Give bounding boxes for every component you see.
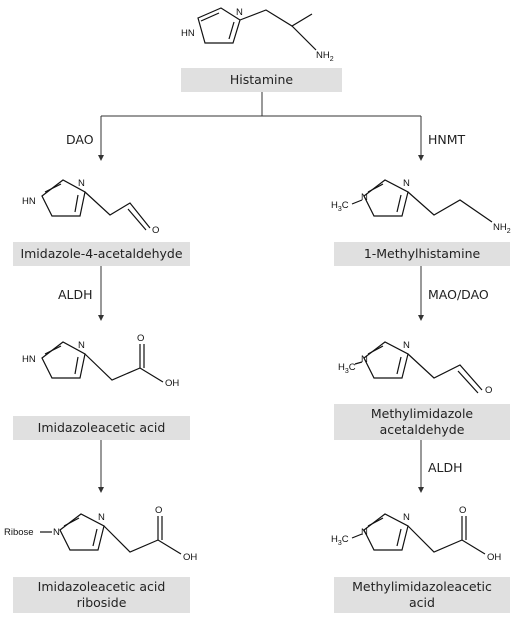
compound-imidazole-acetaldehyde: Imidazole-4-acetaldehyde: [13, 242, 190, 266]
imidazoleacetic-riboside-structure: Ribose N N O OH: [4, 505, 197, 563]
atom-label: O: [459, 505, 466, 516]
histamine-structure: HN N NH2: [181, 7, 334, 63]
atom-n: N: [236, 7, 243, 18]
compound-methylimidazoleacetic-acid: Methylimidazoleacetic acid: [334, 577, 510, 613]
enzyme-aldh-right: ALDH: [428, 460, 463, 475]
atom-label: N: [361, 354, 368, 365]
svg-text:H3C: H3C: [331, 534, 349, 547]
imidazoleacetic-acid-structure: HN N O OH: [22, 333, 179, 389]
methylhistamine-structure: H3C N N NH2: [331, 178, 511, 235]
atom-label: N: [361, 192, 368, 203]
atom-label: N: [403, 178, 410, 189]
atom-label: N: [361, 527, 368, 538]
atom-label: N: [53, 527, 60, 538]
imidazole-acetaldehyde-structure: HN N O: [22, 178, 159, 236]
enzyme-mao-dao: MAO/DAO: [428, 287, 489, 302]
enzyme-dao: DAO: [66, 132, 94, 147]
atom-label: OH: [487, 552, 501, 563]
atom-label: O: [485, 385, 492, 396]
atom-label: O: [137, 333, 144, 344]
compound-imidazoleacetic-riboside: Imidazoleacetic acid riboside: [13, 577, 190, 613]
atom-label: N: [78, 178, 85, 189]
atom-hn: HN: [181, 28, 195, 39]
methylimidazoleacetic-acid-structure: H3C N N O OH: [331, 505, 501, 563]
atom-label: O: [155, 505, 162, 516]
svg-text:H3C: H3C: [331, 200, 349, 213]
atom-label: N: [403, 340, 410, 351]
atom-label: OH: [165, 378, 179, 389]
compound-methylimidazole-acetaldehyde: Methylimidazole acetaldehyde: [334, 404, 510, 440]
atom-label: N: [78, 340, 85, 351]
methylimidazole-acetaldehyde-structure: H3C N N O: [338, 340, 492, 396]
atom-label: O: [152, 225, 159, 236]
svg-text:NH2: NH2: [493, 222, 511, 235]
compound-imidazoleacetic-acid: Imidazoleacetic acid: [13, 416, 190, 440]
atom-label: HN: [22, 354, 36, 365]
atom-label: OH: [183, 552, 197, 563]
compound-methylhistamine: 1-Methylhistamine: [334, 242, 510, 266]
pathway-connectors: [98, 92, 424, 493]
atom-label: HN: [22, 196, 36, 207]
compound-histamine: Histamine: [181, 68, 342, 92]
atom-label: Ribose: [4, 527, 34, 538]
svg-text:H3C: H3C: [338, 362, 356, 375]
enzyme-aldh-left: ALDH: [58, 287, 93, 302]
atom-label: N: [98, 512, 105, 523]
atom-nh2: NH2: [316, 50, 334, 63]
enzyme-hnmt: HNMT: [428, 132, 466, 147]
atom-label: N: [403, 512, 410, 523]
